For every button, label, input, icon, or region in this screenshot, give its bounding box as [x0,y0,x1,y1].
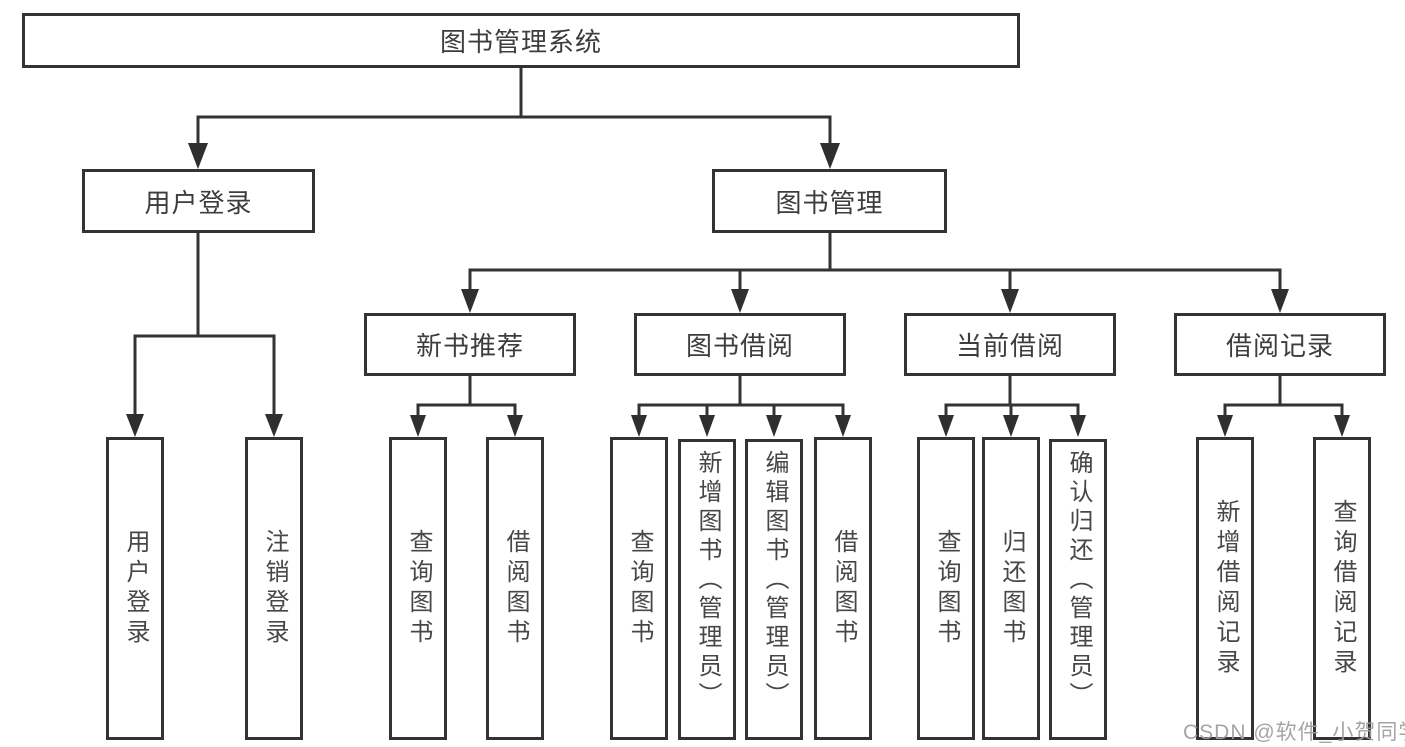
arrowhead-icon [126,143,1350,437]
node-book-management: 图书管理 [712,169,947,233]
node-label: 新书推荐 [415,331,524,361]
node-label: 用户登录 [144,187,253,218]
node-label: 新增图书（管理员） [694,450,721,711]
connector-line [133,67,1344,416]
node-label: 查询图书 [933,528,960,649]
node-label: 借阅记录 [1225,331,1334,361]
node-label: 编辑图书（管理员） [761,450,788,711]
node-current-borrowing: 当前借阅 [904,313,1116,376]
node-book-borrowing: 图书借阅 [634,313,846,376]
node-label: 图书管理 [775,187,884,218]
leaf-add-borrow-record: 新增借阅记录 [1196,437,1254,740]
leaf-borrow-books: 借阅图书 [814,437,872,740]
csdn-watermark: CSDN @软件_小贺同学 [1183,721,1405,744]
leaf-add-books-admin: 新增图书（管理员） [678,439,736,740]
leaf-borrow-books-recommend: 借阅图书 [486,437,544,740]
leaf-user-login: 用户登录 [106,437,164,740]
node-label: 借阅图书 [502,528,529,649]
leaf-query-books-borrow: 查询图书 [610,437,668,740]
node-label: 查询借阅记录 [1329,498,1356,679]
node-new-book-recommend: 新书推荐 [364,313,576,376]
node-label: 归还图书 [998,528,1025,649]
leaf-logout: 注销登录 [245,437,303,740]
node-label: 注销登录 [261,528,288,649]
node-label: 查询图书 [405,528,432,649]
node-borrow-records: 借阅记录 [1174,313,1386,376]
node-label: 查询图书 [626,528,653,649]
leaf-query-books-current: 查询图书 [917,437,975,740]
node-root-library-system: 图书管理系统 [22,13,1020,68]
leaf-confirm-return-admin: 确认归还（管理员） [1049,439,1107,740]
node-label: 借阅图书 [830,528,857,649]
leaf-edit-books-admin: 编辑图书（管理员） [745,439,803,740]
node-label: 新增借阅记录 [1212,498,1239,679]
node-user-login: 用户登录 [82,169,315,233]
node-label: 图书管理系统 [439,27,602,57]
node-label: 当前借阅 [955,331,1064,361]
node-label: 确认归还（管理员） [1065,450,1092,711]
leaf-query-books-recommend: 查询图书 [389,437,447,740]
leaf-query-borrow-record: 查询借阅记录 [1313,437,1371,740]
leaf-return-books: 归还图书 [982,437,1040,740]
node-label: 用户登录 [122,528,149,649]
node-label: 图书借阅 [685,331,794,361]
